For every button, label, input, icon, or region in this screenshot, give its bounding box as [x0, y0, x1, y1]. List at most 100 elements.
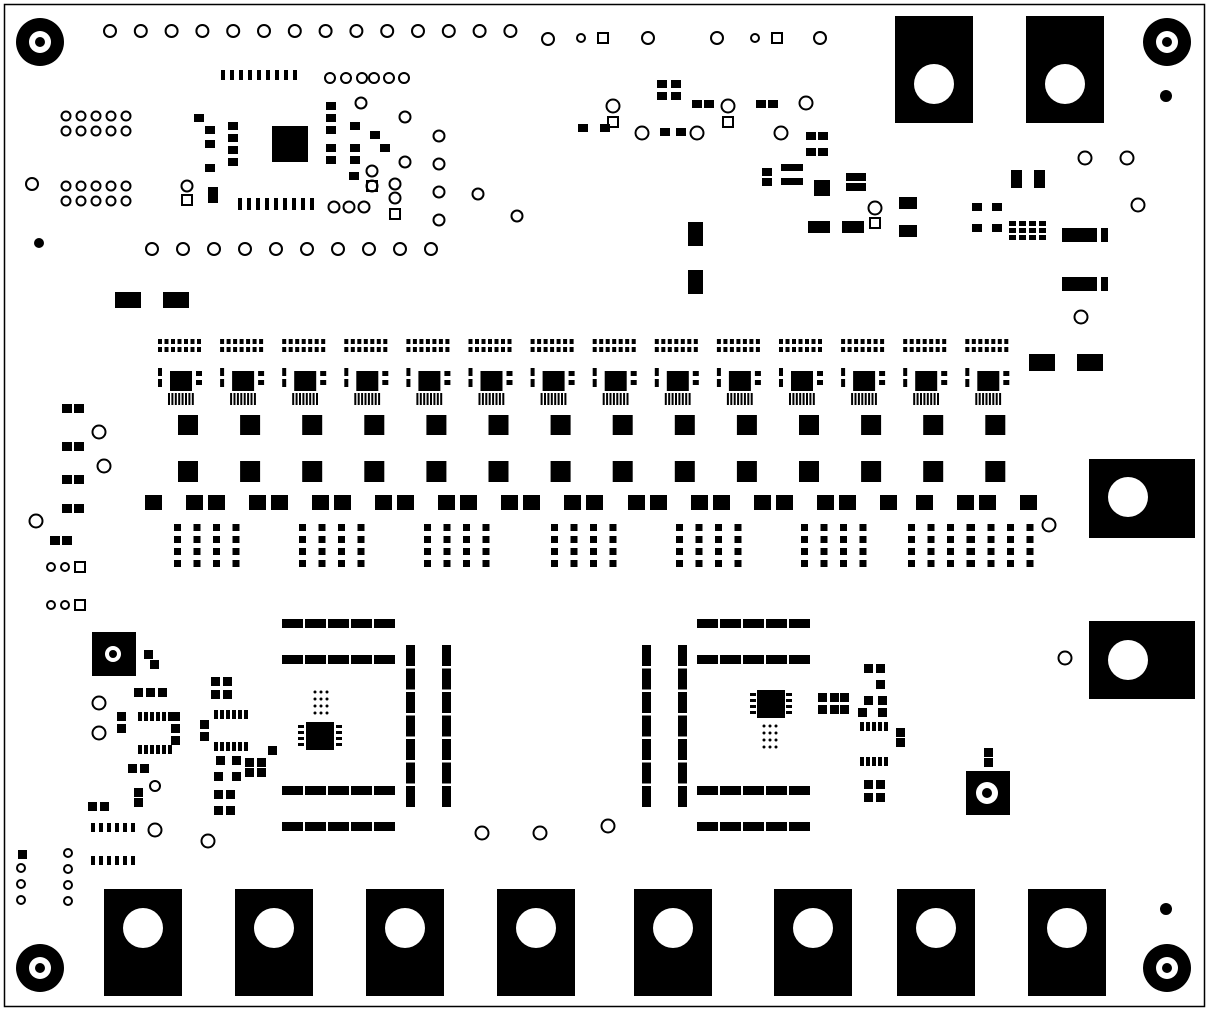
ic-pin — [623, 393, 626, 405]
smd-pad — [840, 693, 849, 702]
smd-pad — [1062, 228, 1097, 242]
ic-pin — [423, 393, 426, 405]
smd-pad — [220, 379, 225, 387]
ic-pin — [750, 393, 753, 405]
bus-bar-pad — [720, 619, 741, 628]
small-pad — [232, 524, 240, 531]
via — [319, 697, 323, 701]
smd-pad — [232, 742, 236, 751]
resistor-array-pad — [742, 339, 747, 344]
small-pad — [551, 548, 558, 555]
ic-pin — [481, 393, 484, 405]
ic-pin — [367, 393, 370, 405]
smd-pad — [220, 710, 224, 719]
ic-pin — [871, 393, 874, 405]
resistor-array-pad — [252, 339, 257, 344]
small-pad — [801, 560, 808, 567]
ic-pin — [293, 70, 297, 80]
through-hole-pad — [120, 125, 132, 137]
resistor-array-pad — [233, 339, 238, 344]
resistor-array-pad — [1009, 221, 1016, 226]
smd-pad — [150, 660, 159, 669]
through-hole-pad — [576, 33, 586, 43]
power-pad — [302, 461, 323, 482]
through-hole-pad — [147, 822, 163, 838]
smd-pad — [878, 708, 887, 717]
bus-bar-pad — [351, 786, 372, 795]
resistor-array-pad — [1009, 235, 1016, 240]
smd-pad — [406, 379, 411, 387]
small-pad — [338, 548, 345, 555]
resistor-array-pad — [860, 339, 865, 344]
via — [762, 738, 766, 742]
through-hole-pad — [91, 695, 107, 711]
resistor-array-pad — [978, 339, 983, 344]
terminal-drill — [1047, 908, 1087, 948]
smd-pad — [326, 102, 336, 110]
driver-ic — [604, 371, 627, 391]
resistor-array-pad — [935, 339, 940, 344]
smd-pad — [326, 114, 336, 122]
through-hole-pad — [105, 195, 117, 207]
bus-bar-pad — [743, 786, 764, 795]
resistor-array-pad — [922, 347, 927, 352]
smd-pad — [654, 379, 659, 387]
via — [325, 690, 329, 694]
resistor-array-pad — [929, 339, 934, 344]
ic-pin — [238, 198, 242, 210]
small-pad — [570, 536, 578, 543]
ic-pin — [253, 393, 256, 405]
through-hole-pad — [340, 72, 352, 84]
ic-pin — [561, 393, 563, 405]
ic-pin — [299, 393, 301, 405]
resistor-array-pad — [357, 347, 362, 352]
small-pad — [424, 536, 431, 543]
resistor-array-pad — [942, 347, 947, 352]
via — [34, 238, 44, 248]
resistor-array-pad — [158, 347, 162, 352]
bus-bar-pad — [328, 786, 349, 795]
small-pad — [1007, 536, 1014, 543]
through-hole-pad — [532, 825, 548, 841]
smd-pad — [397, 495, 414, 510]
power-pad — [923, 415, 944, 435]
smd-pad — [841, 379, 846, 387]
ic-pin — [616, 393, 619, 405]
ic-pin — [750, 705, 756, 708]
smd-pad — [1003, 380, 1010, 385]
ic-pin — [868, 393, 871, 405]
bus-bar-pad — [743, 822, 764, 831]
through-hole-pad — [91, 725, 107, 741]
smd-pad — [257, 758, 266, 767]
small-pad — [840, 536, 847, 543]
smd-pad — [692, 100, 702, 108]
smd-pad — [91, 856, 95, 865]
smd-pad — [941, 371, 948, 376]
smd-pad — [211, 690, 220, 699]
bus-bar-pad — [442, 762, 451, 784]
small-pad — [213, 536, 220, 543]
resistor-array-pad — [468, 347, 473, 352]
ic-pin — [378, 393, 381, 405]
smd-pad — [144, 745, 148, 754]
resistor-array-pad — [749, 339, 754, 344]
smd-pad — [830, 705, 839, 714]
ic-pin — [540, 393, 543, 405]
smd-pad — [756, 100, 766, 108]
resistor-array-pad — [693, 339, 698, 344]
resistor-array-pad — [197, 347, 201, 352]
smd-pad — [140, 764, 149, 773]
ic-pin — [230, 393, 233, 405]
bus-bar-pad — [642, 762, 651, 784]
ic-pin — [933, 393, 936, 405]
through-hole-pad — [103, 24, 117, 38]
resistor-array-pad — [997, 339, 1002, 344]
resistor-array-pad — [308, 339, 313, 344]
through-hole-pad — [541, 32, 555, 46]
smd-pad — [444, 371, 451, 376]
smd-pad — [866, 757, 870, 766]
smd-pad — [382, 371, 389, 376]
smd-pad — [208, 195, 218, 203]
smd-pad — [123, 856, 127, 865]
smd-pad — [860, 722, 864, 731]
